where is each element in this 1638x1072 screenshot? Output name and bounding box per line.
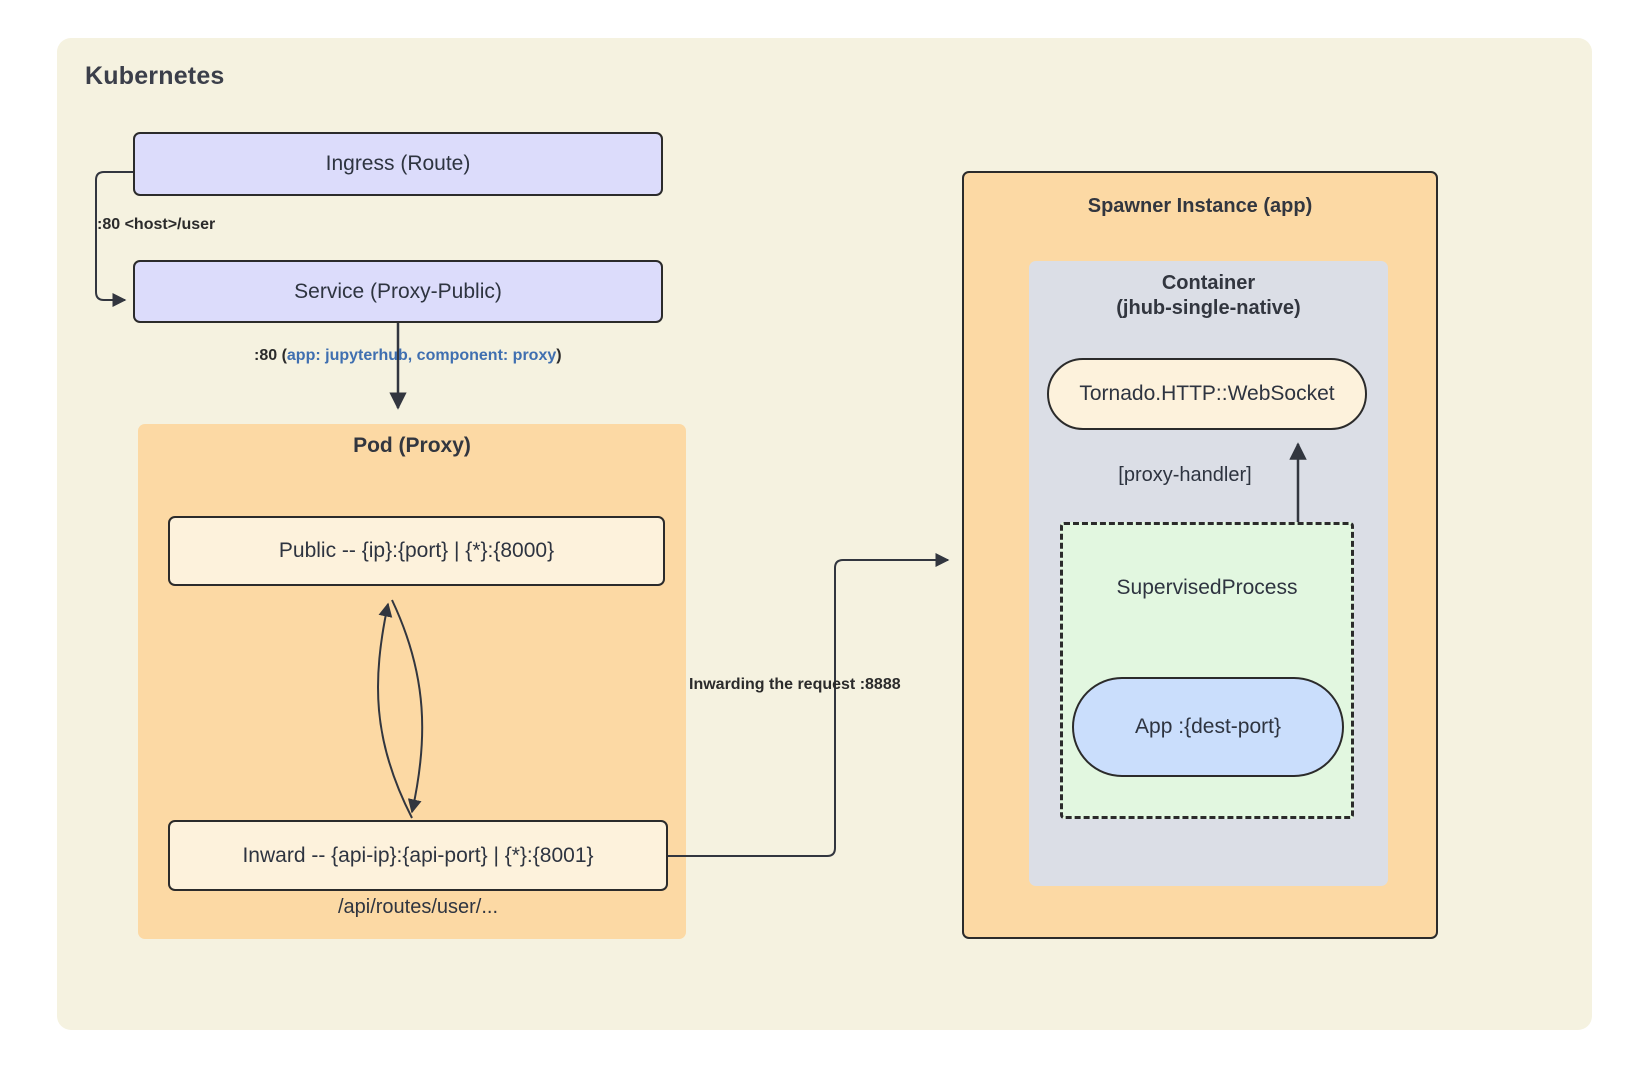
container-title-line2: (jhub-single-native) bbox=[1116, 297, 1301, 320]
kubernetes-title: Kubernetes bbox=[85, 62, 225, 90]
spawner-instance-title: Spawner Instance (app) bbox=[1087, 195, 1313, 217]
node-public-listener[interactable]: Public -- {ip}:{port} | {*}:{8000} bbox=[168, 516, 665, 586]
container-title-line1: Container bbox=[1161, 272, 1256, 294]
edge-label-suffix: ) bbox=[556, 347, 562, 364]
pod-proxy-title: Pod (Proxy) bbox=[353, 434, 471, 457]
node-app-dest-port[interactable]: App :{dest-port} bbox=[1072, 677, 1344, 777]
node-ingress[interactable]: Ingress (Route) bbox=[133, 132, 663, 196]
node-inward-listener[interactable]: Inward -- {api-ip}:{api-port} | {*}:{800… bbox=[168, 820, 668, 891]
api-routes-label: /api/routes/user/... bbox=[337, 896, 499, 918]
edge-label-prefix: :80 ( bbox=[254, 347, 287, 364]
edge-label-highlight: app: jupyterhub, component: proxy bbox=[286, 347, 557, 364]
node-tornado-websocket[interactable]: Tornado.HTTP::WebSocket bbox=[1047, 358, 1367, 430]
supervised-process-title: SupervisedProcess bbox=[1116, 576, 1298, 599]
edge-label-service-selector: :80 (app: jupyterhub, component: proxy) bbox=[254, 347, 562, 365]
node-service-proxy-public[interactable]: Service (Proxy-Public) bbox=[133, 260, 663, 323]
container-title: Container (jhub-single-native) bbox=[1029, 271, 1388, 321]
edge-label-host-user: :80 <host>/user bbox=[97, 216, 216, 233]
edge-label-inwarding-request: Inwarding the request :8888 bbox=[689, 676, 901, 693]
edge-label-proxy-handler: [proxy-handler] bbox=[1118, 464, 1252, 486]
